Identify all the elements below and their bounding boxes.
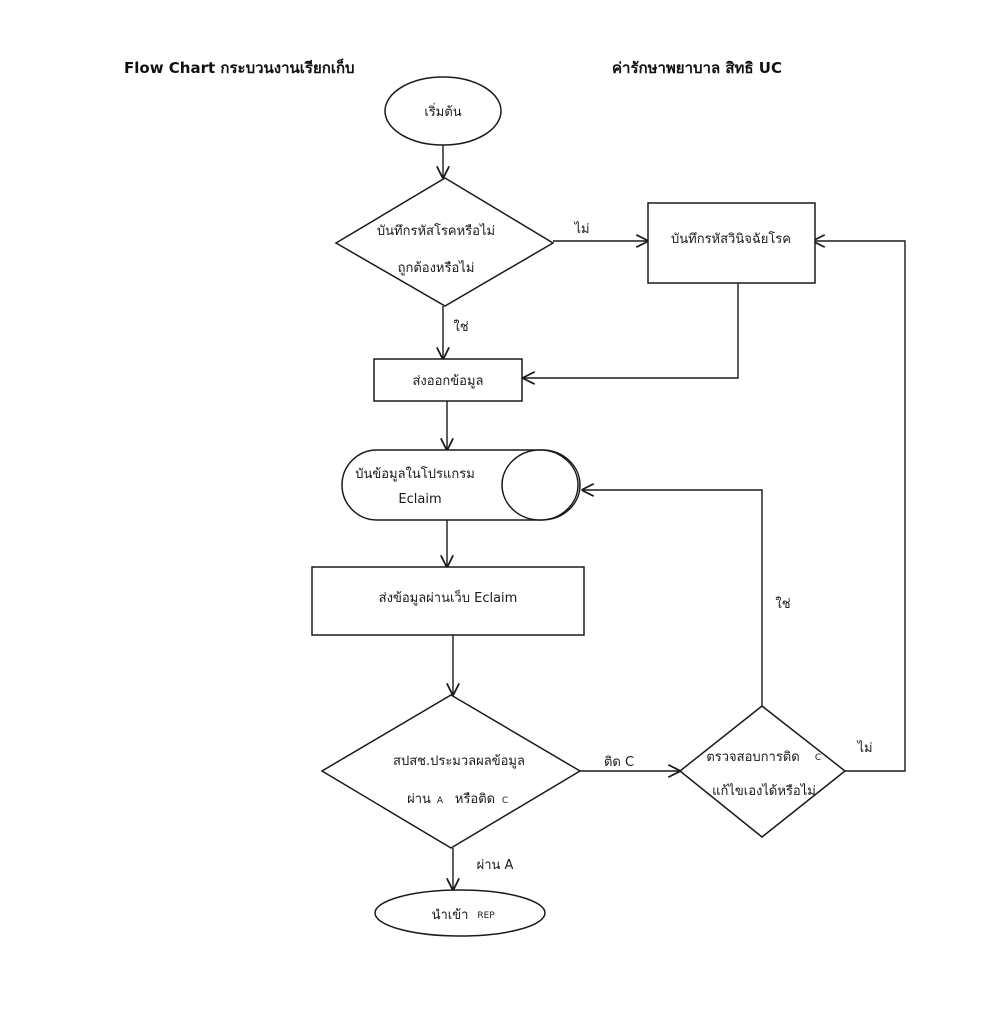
decision-nhso-line2-c: หรือติด: [455, 791, 495, 807]
decision-verify-line1-b: C: [815, 753, 821, 763]
process-record-diagnosis: [647, 202, 816, 284]
decision-nhso-line2-a: ผ่าน: [407, 792, 431, 807]
decision-nhso-process: [320, 694, 582, 849]
edge-record-to-export: [523, 283, 739, 378]
end-import-rep: [374, 889, 546, 937]
title-left: Flow Chart กระบวนงานเรียกเก็บ: [124, 58, 355, 77]
decision-nhso-line2-b: A: [437, 796, 444, 806]
edge-label-no-2: ไม่: [856, 740, 872, 756]
decision-code-check: [334, 177, 555, 307]
datastore-eclaim-cap: [501, 449, 579, 521]
edge-label-no-1: ไม่: [573, 221, 589, 237]
datastore-eclaim-line1: บันข้อมูลในโปรแกรม: [355, 466, 475, 482]
edge-verify-to-eclaim: [582, 490, 763, 706]
process-send-web: [311, 566, 585, 636]
decision-verify-c: [678, 705, 847, 838]
title-right: ค่ารักษาพยาบาล สิทธิ UC: [612, 59, 782, 77]
decision-code-check-line2: ถูกต้องหรือไม่: [398, 260, 475, 276]
decision-verify-line2: แก้ไขเองได้หรือไม่: [712, 783, 816, 799]
process-send-web-label: ส่งข้อมูลผ่านเว็บ Eclaim: [379, 588, 518, 606]
start-label: เริ่มต้น: [424, 103, 461, 120]
edge-label-yes-2: ใช่: [775, 596, 790, 612]
edge-verify-to-record: [813, 241, 906, 772]
process-export-data: [373, 358, 523, 402]
edge-label-yes-1: ใช่: [453, 319, 468, 335]
datastore-eclaim-line2: Eclaim: [398, 492, 441, 507]
start-terminator: [384, 76, 502, 146]
decision-nhso-line1: สปสช.ประมวลผลข้อมูล: [393, 754, 525, 769]
edge-label-pass-a: ผ่าน A: [477, 858, 514, 873]
decision-nhso-line2-d: C: [502, 796, 508, 806]
decision-verify-line1: ตรวจสอบการติด: [706, 750, 799, 765]
decision-code-check-line1: บันทึกรหัสโรคหรือไม่: [377, 223, 495, 239]
end-import-rep-label-b: REP: [477, 911, 495, 921]
process-record-diagnosis-label: บันทึกรหัสวินิจฉัยโรค: [671, 231, 791, 247]
process-export-data-label: ส่งออกข้อมูล: [413, 374, 484, 389]
edge-label-stuck-c: ติด C: [604, 755, 634, 770]
end-import-rep-label-a: นำเข้า: [432, 908, 469, 923]
